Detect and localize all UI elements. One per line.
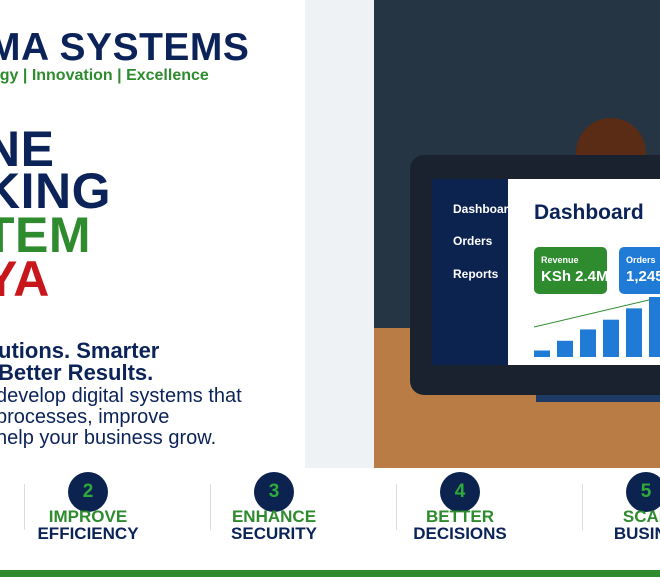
mini-chart-bar (557, 340, 573, 357)
step-divider (210, 484, 211, 530)
revenue-label: Revenue (541, 255, 579, 265)
steps-strip: 2 IMPROVE EFFICIENCY 3 ENHANCE SECURITY … (0, 468, 660, 570)
background-panel (305, 0, 374, 468)
dashboard-panel: Dashboard Revenue KSh 2.4M Orders 1,245 (508, 179, 660, 365)
revenue-card: Revenue KSh 2.4M (534, 247, 609, 294)
brand-name: MA SYSTEMS (0, 26, 250, 69)
step-title-bottom: SECURITY (231, 524, 317, 543)
mini-chart-bar (580, 329, 596, 357)
step-title-top: SCAL (622, 507, 660, 526)
hero-panel: MA SYSTEMS ogy | Innovation | Excellence… (0, 0, 305, 468)
dashboard-nav-dashboard[interactable]: Dashboard (453, 202, 516, 216)
description-text: develop digital systems that processes, … (0, 386, 242, 449)
laptop-screen: Dashboard Orders Reports Dashboard Reven… (432, 179, 660, 365)
footer-accent-bar (0, 570, 660, 577)
orders-card: Orders 1,245 (619, 247, 660, 294)
step-number-badge: 3 (254, 472, 294, 512)
hero-photo: Dashboard Orders Reports Dashboard Reven… (374, 0, 660, 468)
dashboard-mini-chart (534, 296, 660, 357)
orders-value: 1,245 (626, 268, 660, 285)
dashboard-nav-reports[interactable]: Reports (453, 267, 499, 281)
dashboard-title: Dashboard (534, 201, 644, 224)
mini-chart-bar (534, 350, 550, 357)
step-title-bottom: DECISIONS (413, 524, 507, 543)
step-number-badge: 4 (440, 472, 480, 512)
step-title-bottom: BUSINE (613, 524, 660, 543)
step-title-top: BETTER (426, 507, 494, 526)
mini-chart-bar (603, 319, 619, 357)
headline-line-3: TEM (0, 207, 92, 263)
step-number-badge: 2 (68, 472, 108, 512)
step-divider (24, 484, 25, 530)
step-title-bottom: EFFICIENCY (37, 524, 139, 543)
subheadline-line-1: utions. Smarter (0, 338, 160, 363)
description-line-2: processes, improve (0, 406, 170, 428)
step-title-top: IMPROVE (48, 507, 128, 526)
step-divider (582, 484, 583, 530)
description-line-3: help your business grow. (0, 427, 217, 449)
headline-line-1: NE (0, 121, 55, 177)
subheadline-line-2: Better Results. (0, 360, 154, 385)
mini-chart-bar (649, 297, 660, 357)
description-line-1: develop digital systems that (0, 385, 242, 407)
headline-line-2: KING (0, 163, 111, 219)
trend-line (534, 296, 660, 328)
brand-tagline: ogy | Innovation | Excellence (0, 67, 209, 84)
headline-line-4: YA (0, 251, 50, 307)
step-divider (396, 484, 397, 530)
revenue-value: KSh 2.4M (541, 268, 609, 285)
mini-chart-bar (626, 308, 642, 357)
laptop: Dashboard Orders Reports Dashboard Reven… (410, 155, 660, 395)
laptop-base (536, 393, 660, 402)
step-title-top: ENHANCE (231, 507, 317, 526)
step-number-badge: 5 (626, 472, 660, 512)
orders-label: Orders (626, 255, 656, 265)
dashboard-nav-orders[interactable]: Orders (453, 234, 493, 248)
